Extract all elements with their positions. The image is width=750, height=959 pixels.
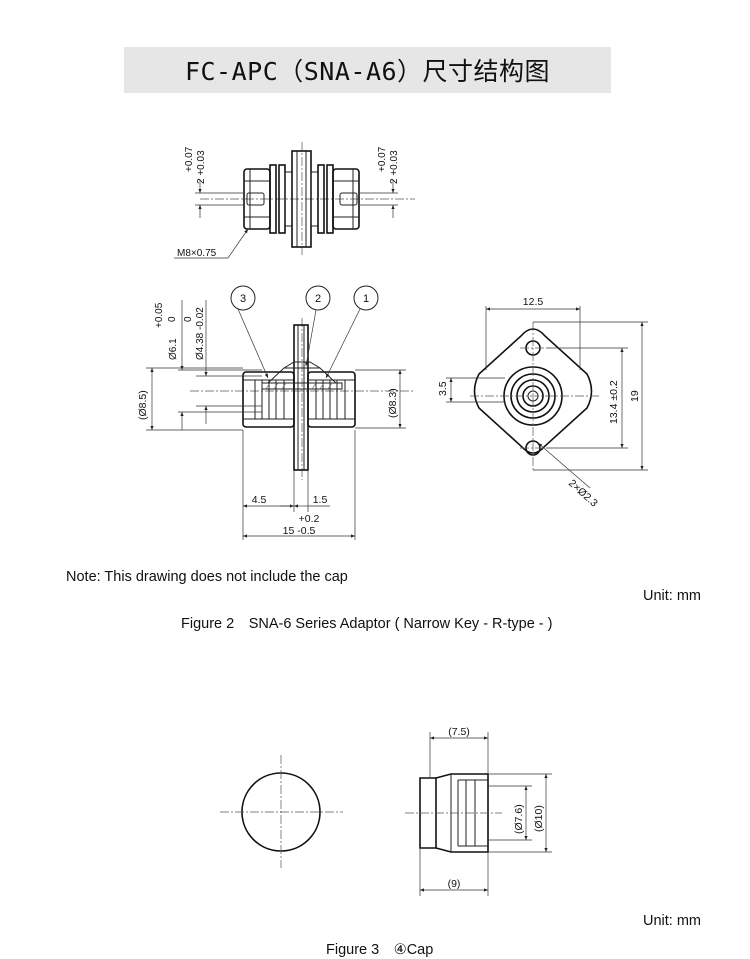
title-band: FC-APC（SNA-A6）尺寸结构图 [124,47,611,93]
length-tol: +0.2 [299,513,320,525]
dim-4-5: 4.5 [252,494,267,506]
unit-label-figure3: Unit: mm [643,913,701,929]
length-base: 15 -0.5 [283,525,316,537]
balloon-1-label: 1 [363,293,369,305]
cap-dia10: (Ø10) [533,805,545,832]
figure3-caption: Figure 3 ④Cap [326,942,434,958]
cap-len-9: (9) [448,878,461,890]
dia83-label: (Ø8.3) [387,388,399,418]
front-pitch-label: 13.4 ±0.2 [608,380,620,424]
dia438-upper-tol: 0 [183,316,194,322]
cap-front-drawing [220,755,343,868]
dia85-label: (Ø8.5) [137,390,149,420]
dim-1-5: 1.5 [313,494,328,506]
tol-left-base: 2 +0.03 [196,150,207,184]
side-view-drawing [146,285,415,540]
top-view-drawing [174,142,415,259]
page-title: FC-APC（SNA-A6）尺寸结构图 [184,57,551,86]
dia61-upper-tol: +0.05 [154,302,165,328]
cap-side-drawing [405,732,552,896]
dia61-zero-tol: 0 [167,316,178,322]
tol-right-base: 2 +0.03 [389,150,400,184]
front-height-label: 19 [629,390,641,402]
front-35-label: 3.5 [437,381,449,396]
dia438-label: Ø4.38 -0.02 [195,307,206,360]
front-width-label: 12.5 [523,296,544,308]
tol-left-upper: +0.07 [184,146,195,172]
front-view-drawing [446,306,648,489]
balloon-2-label: 2 [315,293,321,305]
balloon-3-label: 3 [240,293,246,305]
unit-label-figure2: Unit: mm [643,588,701,604]
drawing-note: Note: This drawing does not include the … [66,569,348,585]
cap-dia76: (Ø7.6) [513,804,525,834]
tol-right-upper: +0.07 [377,146,388,172]
dia61-label: Ø6.1 [168,338,179,360]
figure2-caption: Figure 2 SNA-6 Series Adaptor ( Narrow K… [181,616,553,632]
cap-len-75: (7.5) [448,726,470,738]
thread-label: M8×0.75 [177,248,217,259]
